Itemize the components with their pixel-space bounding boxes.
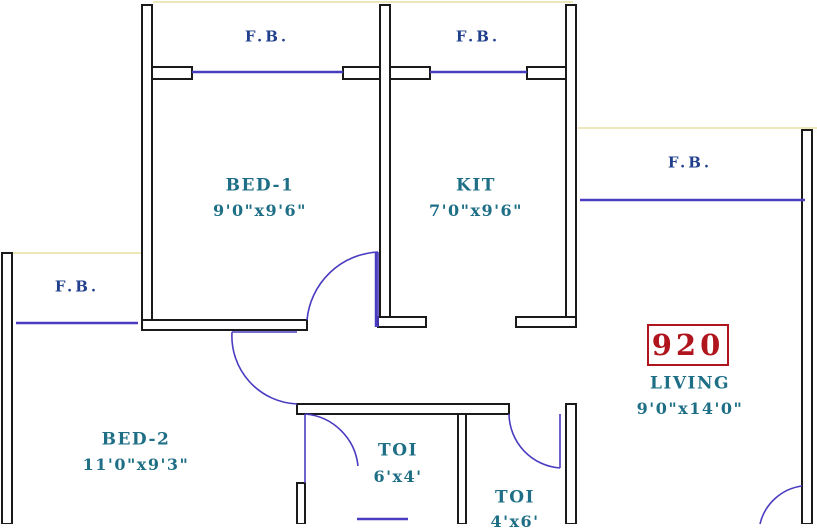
door-swing-bed2 xyxy=(231,331,298,405)
door-swing-toilet1 xyxy=(304,413,359,467)
wall-toilet-left xyxy=(296,482,306,524)
wall-kit-right xyxy=(565,4,577,328)
balcony-label-kit: F.B. xyxy=(455,27,501,46)
walls xyxy=(1,4,813,524)
room-dims-toilet2: 4'x6' xyxy=(490,512,540,531)
balcony-label-bed2: F.B. xyxy=(54,277,100,296)
wall-kit-bottom-right xyxy=(515,316,577,328)
wall-kit-top-right xyxy=(526,66,567,80)
wall-bed1-bottom xyxy=(141,319,308,331)
balcony-edges xyxy=(6,1,817,254)
room-name-bed2: BED-2 xyxy=(101,429,171,450)
wall-toilet-divider xyxy=(457,413,467,524)
balcony-label-living: F.B. xyxy=(667,153,713,172)
room-dims-kit: 7'0"x9'6" xyxy=(428,201,524,220)
room-dims-bed1: 9'0"x9'6" xyxy=(212,201,308,220)
windows xyxy=(16,70,805,521)
balcony-label-bed1: F.B. xyxy=(244,27,290,46)
wall-bed2-left xyxy=(1,252,13,524)
door-swing-toilet2 xyxy=(508,413,561,469)
wall-bed1-top-right xyxy=(342,66,381,80)
room-dims-toilet1: 6'x4' xyxy=(373,467,423,486)
wall-toilet-top xyxy=(296,403,510,415)
wall-bed1-left xyxy=(141,4,153,331)
door-swing-bed1 xyxy=(306,251,379,321)
wall-kit-top-left xyxy=(389,66,431,80)
door-swing-living xyxy=(759,485,803,524)
room-name-toilet1: TOI xyxy=(378,440,418,461)
wall-toilet2-right xyxy=(565,403,577,524)
wall-living-right xyxy=(801,129,813,524)
room-name-living: LIVING xyxy=(649,373,731,394)
wall-center-divider xyxy=(379,4,391,328)
room-name-toilet2: TOI xyxy=(495,487,535,508)
wall-bed1-top-left xyxy=(151,66,193,80)
room-name-kit: KIT xyxy=(456,175,496,196)
doors xyxy=(231,251,803,524)
area-badge: 920 xyxy=(647,324,729,366)
room-name-bed1: BED-1 xyxy=(225,175,295,196)
room-dims-living: 9'0"x14'0" xyxy=(636,399,744,418)
wall-kit-bottom-left xyxy=(377,316,427,328)
room-dims-bed2: 11'0"x9'3" xyxy=(82,455,190,474)
